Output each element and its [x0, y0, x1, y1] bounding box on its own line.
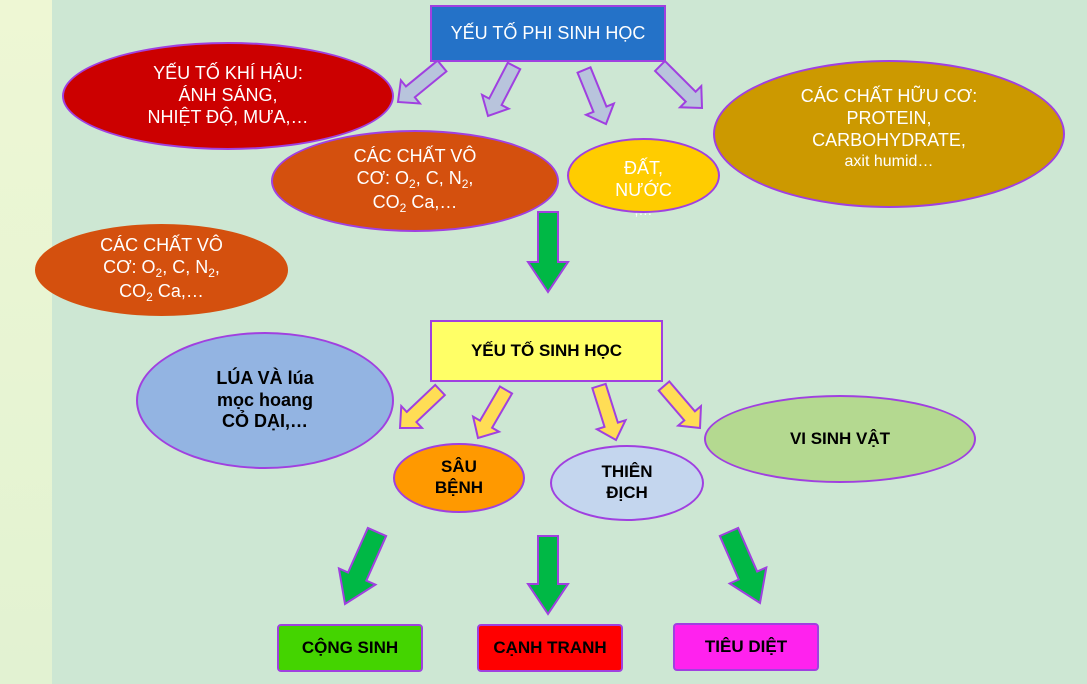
- inorganic-ellipse-duplicate: CÁC CHẤT VÔ CƠ: O2, C, N2, CO2 Ca,…: [35, 224, 288, 316]
- inorganic-line: CO2 Ca,…: [119, 280, 204, 304]
- climate-line: NHIỆT ĐỘ, MƯA,…: [147, 106, 309, 127]
- biotic-title: YẾU TỐ SINH HỌC: [470, 340, 623, 360]
- biotic-arrow-icon: [657, 380, 703, 430]
- organic-line: PROTEIN,: [846, 108, 932, 129]
- abiotic-arrow-icon: [576, 66, 616, 126]
- destruction-box: TIÊU DIỆT: [673, 623, 819, 671]
- rice-line: mọc hoang: [216, 389, 313, 410]
- enemies-line: ĐỊCH: [606, 483, 648, 502]
- organic-line: CÁC CHẤT HỮU CƠ:: [800, 86, 978, 107]
- biotic-arrow-icon: [591, 382, 628, 442]
- climate-line: ÁNH SÁNG,: [178, 85, 278, 106]
- soil-line: ,…: [634, 201, 653, 218]
- outcome-arrow-icon: [526, 535, 570, 616]
- pests-line: BỆNH: [434, 478, 484, 497]
- inorganic-ellipse: CÁC CHẤT VÔ CƠ: O2, C, N2, CO2 Ca,…: [271, 130, 559, 232]
- abiotic-title: YẾU TỐ PHI SINH HỌC: [450, 22, 646, 43]
- pests-line: SÂU: [441, 457, 477, 477]
- microbes-ellipse: VI SINH VẬT: [704, 395, 976, 483]
- organic-ellipse: CÁC CHẤT HỮU CƠ:PROTEIN,CARBOHYDRATE, axi…: [713, 60, 1065, 208]
- soil-line: ĐẤT,: [623, 158, 663, 179]
- climate-line: YẾU TỐ KHÍ HẬU:: [153, 63, 303, 84]
- inorganic-line: CÁC CHẤT VÔ: [100, 235, 223, 256]
- outcome-arrow-icon: [337, 526, 388, 606]
- outcome-arrow-icon: [526, 211, 570, 294]
- enemies-line: THIÊN: [601, 462, 653, 482]
- symbiosis-label: CỘNG SINH: [301, 637, 399, 657]
- abiotic-arrow-icon: [396, 59, 448, 105]
- inorganic-line: CƠ: O2, C, N2,: [103, 257, 220, 281]
- outcome-arrow-icon: [718, 526, 768, 605]
- abiotic-factors-box: YẾU TỐ PHI SINH HỌC: [430, 5, 666, 62]
- organic-line: axit humid…: [844, 153, 934, 171]
- soil-water-ellipse: ĐẤT,NƯỚC,…: [567, 138, 720, 218]
- biotic-arrow-icon: [471, 385, 514, 440]
- rice-line: CỎ DẠI,…: [221, 411, 308, 432]
- biotic-factors-box: YẾU TỐ SINH HỌC: [430, 320, 663, 382]
- climate-ellipse: YẾU TỐ KHÍ HẬU:ÁNH SÁNG,NHIỆT ĐỘ, MƯA,…: [62, 42, 394, 150]
- symbiosis-box: CỘNG SINH: [277, 624, 423, 672]
- microbes-label: VI SINH VẬT: [789, 428, 891, 448]
- organic-line: CARBOHYDRATE,: [812, 130, 966, 151]
- inorganic-line: CƠ: O2, C, N2,: [356, 168, 474, 192]
- biotic-arrow-icon: [398, 383, 447, 430]
- abiotic-arrow-icon: [480, 61, 522, 118]
- inorganic-line: CO2 Ca,…: [372, 191, 458, 215]
- soil-line: NƯỚC: [615, 179, 672, 200]
- competition-box: CẠNH TRANH: [477, 624, 623, 672]
- abiotic-arrow-icon: [653, 59, 704, 110]
- inorganic-line: CÁC CHẤT VÔ: [353, 146, 477, 167]
- rice-line: LÚA VÀ lúa: [216, 367, 314, 388]
- competition-label: CẠNH TRANH: [493, 637, 607, 657]
- left-strip: [0, 0, 52, 684]
- destruction-label: TIÊU DIỆT: [704, 636, 788, 656]
